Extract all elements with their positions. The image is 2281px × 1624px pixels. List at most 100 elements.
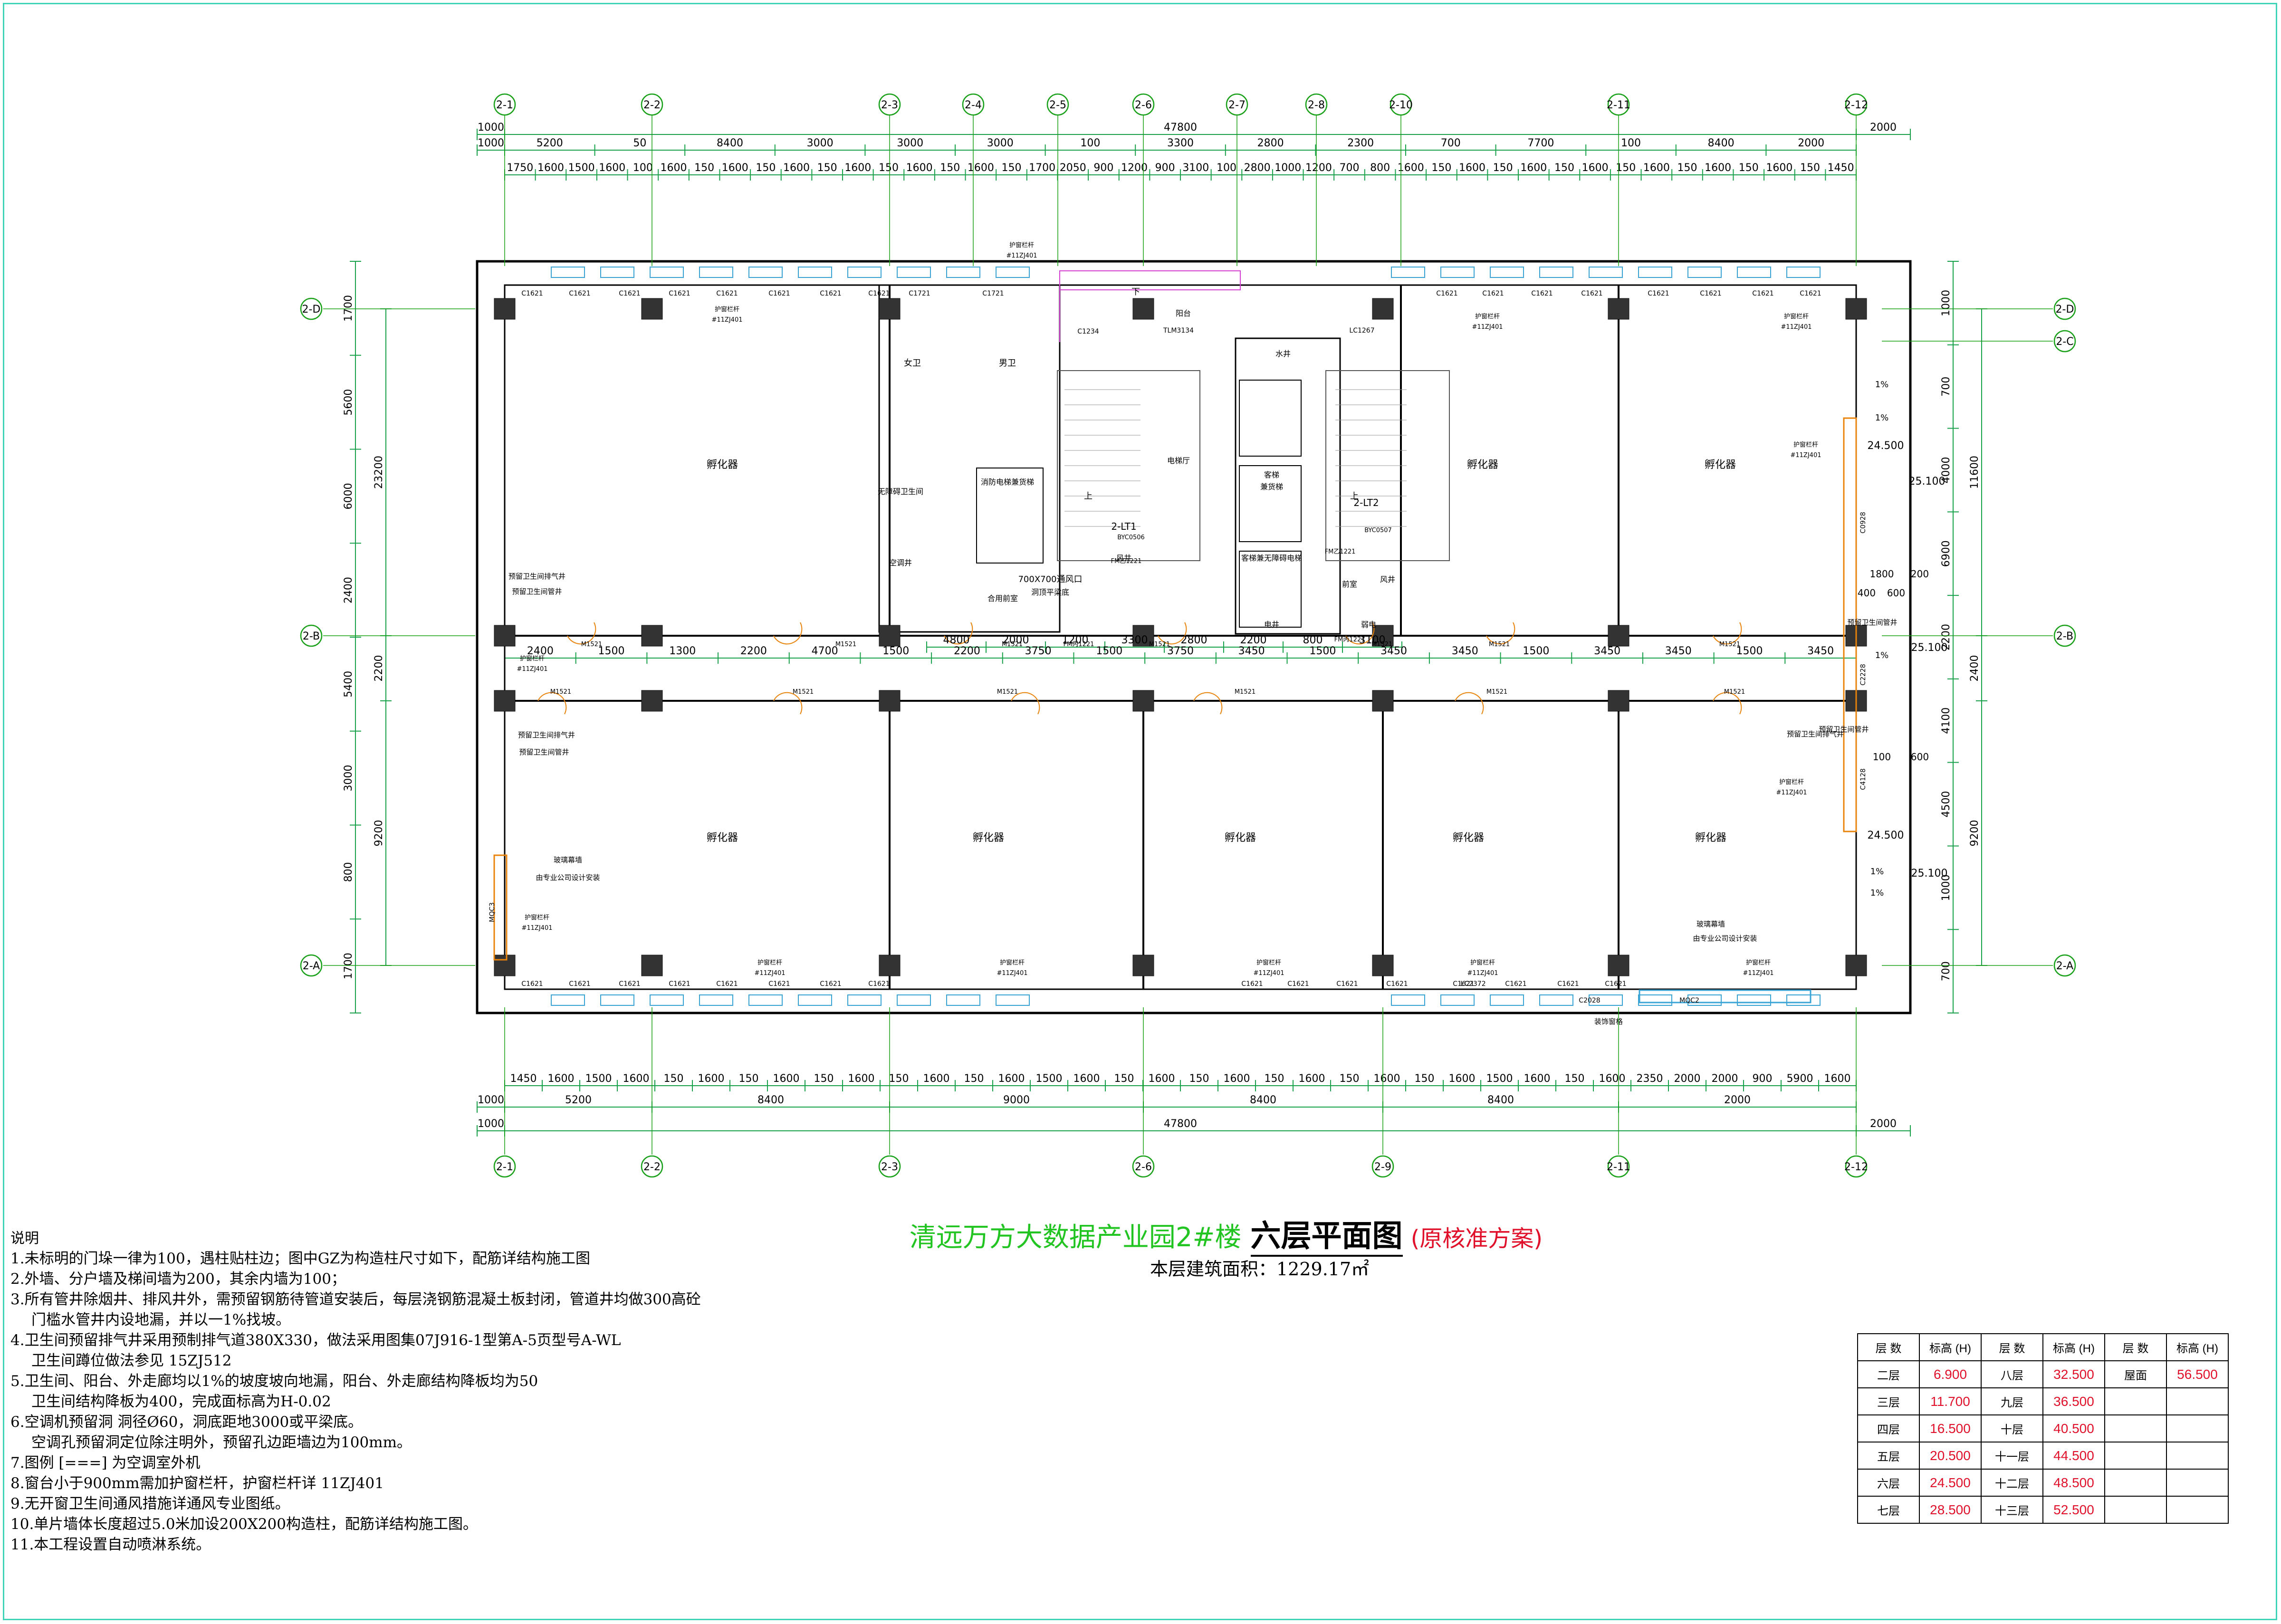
door-tag: M1521 — [835, 641, 856, 648]
level-row: 四层 16.500 十层 40.500 — [1857, 1414, 2229, 1442]
top-total-dim-label: 47800 — [1164, 122, 1197, 134]
column — [1132, 955, 1154, 976]
top-row3-dim-label: 1600 — [1459, 162, 1486, 174]
door-swing — [1345, 622, 1375, 645]
column — [641, 690, 663, 712]
rail-tag: 护窗栏杆 — [520, 655, 545, 662]
axis-bubble-bottom-label: 2-11 — [1607, 1161, 1630, 1173]
rail-tag: 护窗栏杆 — [1779, 778, 1804, 786]
window-tag: C1621 — [1581, 290, 1602, 297]
bottom-row1-dim-label: 1600 — [998, 1073, 1025, 1085]
door-tag: FM丙1221 — [1064, 641, 1094, 648]
right-col1-dim-label: 6900 — [1940, 540, 1952, 567]
corridor-dim-label: 1500 — [1309, 645, 1336, 657]
axis-bubble-top-label: 2-1 — [496, 99, 513, 111]
floor-cell: 十三层 — [1981, 1496, 2043, 1524]
note-label: 预留卫生间管井 — [1847, 618, 1897, 627]
axis-bubble-bottom — [1607, 1155, 1630, 1178]
window-bottom — [1391, 994, 1425, 1006]
width-mark: 600 — [1887, 587, 1905, 599]
stair-down: 下 — [1131, 287, 1140, 297]
room-label: 无障碍卫生间 — [878, 487, 923, 496]
elevation-cell: 24.500 — [1919, 1469, 1982, 1497]
axis-bubble-top-label: 2-4 — [965, 99, 982, 111]
column — [1608, 955, 1629, 976]
top-row2-dim-label: 1000 — [478, 137, 504, 149]
slope-mark: 1% — [1870, 888, 1884, 898]
window-tag: C1621 — [619, 980, 640, 988]
top-row3-dim-label: 2800 — [1244, 162, 1271, 174]
bottom-row1-dim-label: 2000 — [1674, 1073, 1701, 1085]
left-col1-dim-label: 3000 — [343, 765, 355, 792]
axis-bubble-top — [1845, 93, 1868, 116]
note-label: 装饰窗格 — [1594, 1017, 1623, 1026]
door-swing — [773, 622, 803, 645]
window-tag: C1621 — [868, 290, 890, 297]
rail-tag: 护窗栏杆 — [1000, 959, 1025, 966]
room-label: 孵化器 — [707, 459, 738, 471]
axis-bubble-bottom-label: 2-2 — [643, 1161, 661, 1173]
elevation-cell: 6.900 — [1919, 1360, 1982, 1388]
corridor-dim-label: 1500 — [882, 645, 909, 657]
left-col1-dim-label: 2400 — [343, 577, 355, 603]
room-label: 孵化器 — [1705, 459, 1736, 471]
door-tag: M1521 — [1489, 641, 1510, 648]
column — [879, 625, 901, 647]
floor-cell: 九层 — [1981, 1387, 2043, 1415]
corridor-dim-label: 3750 — [1167, 645, 1194, 657]
corridor-dim-label: 2200 — [740, 645, 767, 657]
left-col1-dim-label: 6000 — [343, 483, 355, 509]
floor-cell — [2104, 1469, 2167, 1497]
axis-bubble-right-label: 2-B — [2056, 630, 2073, 642]
window-tag: C2028 — [1579, 997, 1600, 1004]
window-bottom — [1589, 994, 1623, 1006]
top-row3-dim-label: 150 — [1554, 162, 1574, 174]
balcony-rail — [1059, 270, 1241, 290]
rail-code: #11ZJ401 — [1791, 452, 1821, 459]
slope-mark: 1% — [1870, 867, 1884, 877]
elevation-cell — [2166, 1387, 2229, 1415]
axis-bubble-bottom — [1132, 1155, 1155, 1178]
corridor-dim-label: 1500 — [1523, 645, 1549, 657]
window-tag: C1721 — [909, 290, 930, 297]
level-row: 七层 28.500 十三层 52.500 — [1857, 1496, 2229, 1524]
window-bottom — [1440, 994, 1475, 1006]
window-bottom — [996, 994, 1030, 1006]
elevation-cell: 16.500 — [1919, 1414, 1982, 1442]
room-label: 阳台 — [1176, 309, 1191, 318]
top-row2-dim-label: 100 — [1621, 137, 1641, 149]
bottom-row1-dim-label: 150 — [1340, 1073, 1360, 1085]
note-line: 5.卫生间、阳台、外走廊均以1%的坡度坡向地漏，阳台、外走廊结构降板均为50 — [10, 1373, 538, 1390]
room-label: 孵化器 — [1453, 832, 1484, 844]
corridor-dim-label: 2400 — [527, 645, 554, 657]
bottom-row1-dim-label: 1600 — [1299, 1073, 1325, 1085]
floor-cell — [2104, 1442, 2167, 1470]
elevation-cell: 36.500 — [2042, 1387, 2105, 1415]
bottom-row1-dim-label: 1600 — [1599, 1073, 1626, 1085]
top-row3-dim-label: 1600 — [1705, 162, 1731, 174]
column — [1608, 690, 1629, 712]
note-label: 由专业公司设计安装 — [536, 873, 600, 882]
rail-tag: 护窗栏杆 — [715, 306, 739, 313]
top-row2-dim-label: 3300 — [1167, 137, 1194, 149]
window-tag: C2228 — [1859, 664, 1867, 685]
corridor-dim-label: 3450 — [1807, 645, 1834, 657]
vent-label: 700X700通风口 — [1018, 574, 1082, 584]
axis-bubble-top-label: 2-5 — [1049, 99, 1066, 111]
axis-bubble-bottom — [878, 1155, 901, 1178]
top-row3-dim-label: 150 — [1493, 162, 1513, 174]
bottom-row1-dim-label: 1600 — [1073, 1073, 1100, 1085]
window-top — [1391, 267, 1425, 278]
door-tag: M1521 — [997, 688, 1018, 696]
width-mark: 1800 — [1870, 568, 1894, 580]
room-label: 客梯 — [1264, 470, 1279, 479]
door-tag: M1521 — [1002, 641, 1023, 648]
note-line: 4.卫生间预留排气井采用预制排气道380X330，做法采用图集07J916-1型… — [10, 1332, 621, 1349]
left-col1-dim-label: 1700 — [343, 953, 355, 979]
corridor-dim-label: 3450 — [1380, 645, 1407, 657]
design-notes: 说明 1.未标明的门垛一律为100，遇柱贴柱边；图中GZ为构造柱尺寸如下，配筋详… — [10, 1228, 818, 1555]
axis-bubble-bottom-label: 2-9 — [1374, 1161, 1391, 1173]
bottom-row1-dim-label: 150 — [964, 1073, 984, 1085]
window-tag: C1621 — [868, 980, 890, 988]
floor-area-label: 本层建筑面积：1229.17㎡ — [1150, 1259, 1370, 1280]
